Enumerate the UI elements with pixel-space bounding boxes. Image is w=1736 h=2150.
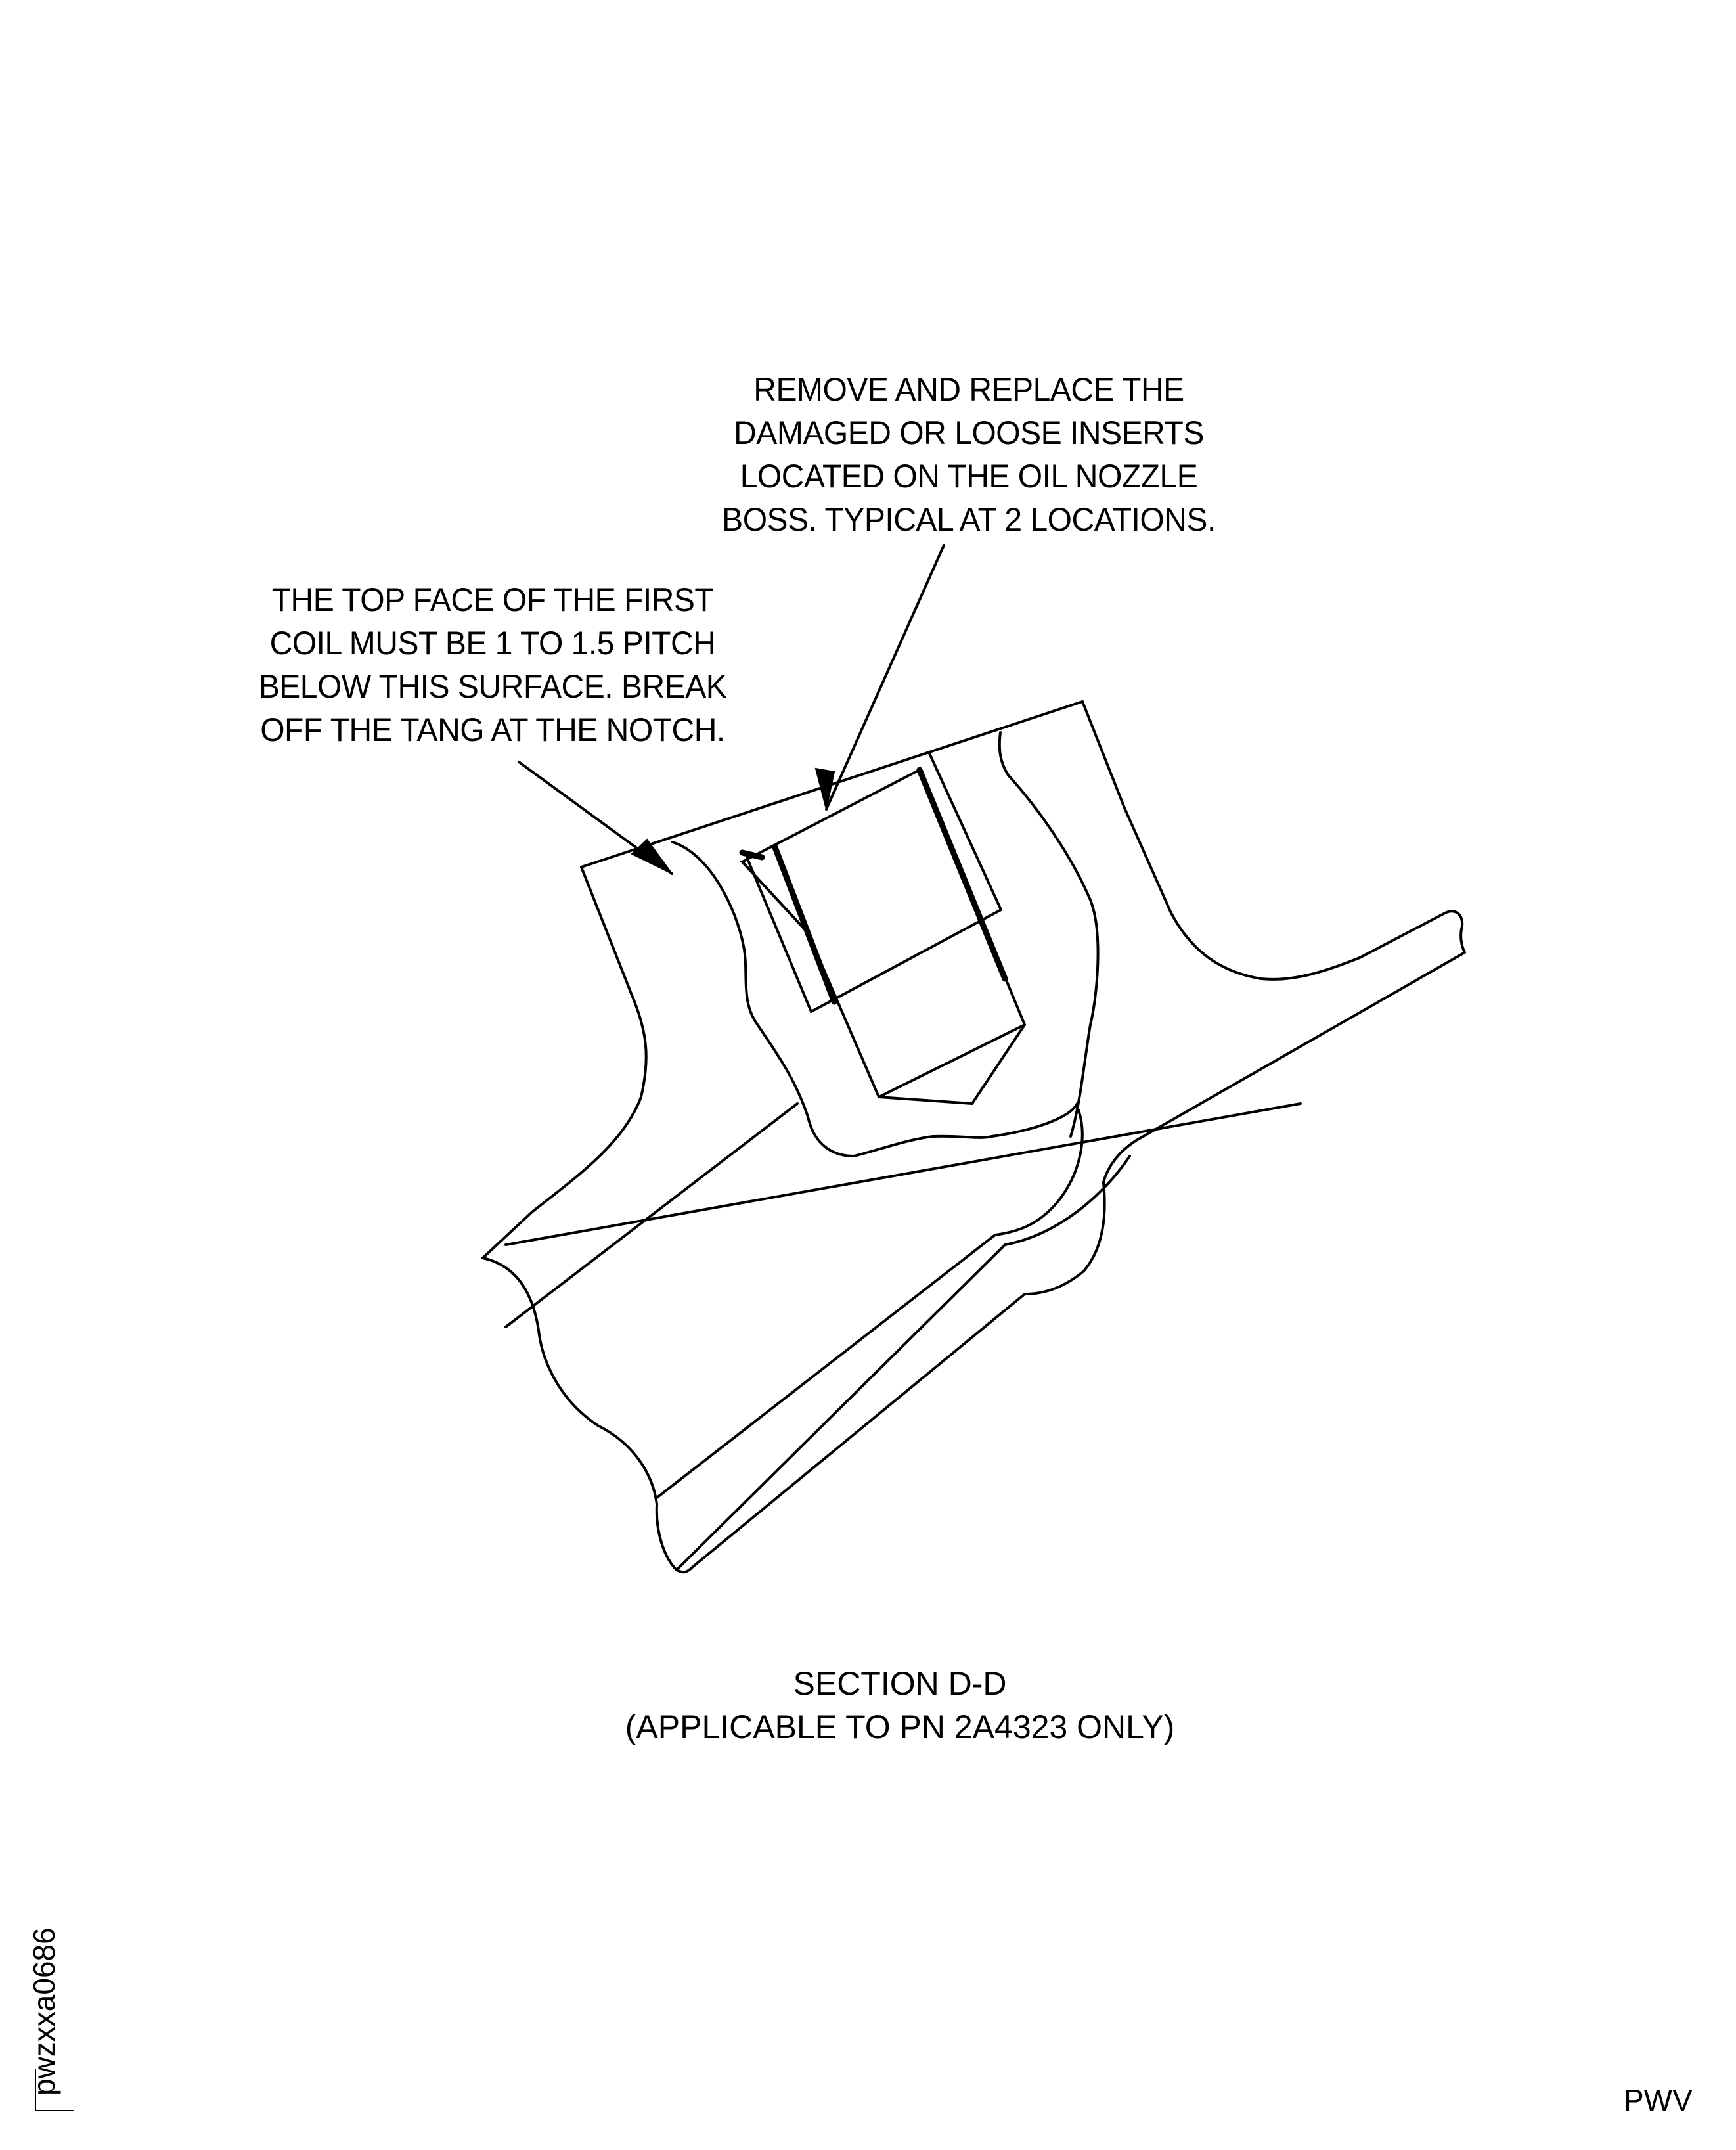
tube-lower-edge [675,1155,1131,1571]
hole-outline [740,768,1027,1106]
section-caption: SECTION D-D (APPLICABLE TO PN 2A4323 ONL… [578,1662,1222,1749]
insert-left-wall [741,861,809,934]
tube-inner-line-1 [504,1102,799,1328]
boss-left-side [481,866,648,1259]
tube-right-contour [1023,1181,1106,1295]
insert-tang-right [916,767,1008,982]
tube-left-contour [481,1257,678,1571]
insert-replacement-note: REMOVE AND REPLACE THE DAMAGED OR LOOSE … [676,368,1262,541]
note-line: COIL MUST BE 1 TO 1.5 PITCH [269,625,716,661]
shell-bulge [994,1106,1084,1236]
note-line: THE TOP FACE OF THE FIRST [271,581,714,618]
note-line: LOCATED ON THE OIL NOZZLE [740,458,1198,495]
insert-tang-left [772,844,837,1005]
flange-lower-edge [1102,951,1466,1184]
insert-note-arrowhead [814,767,835,810]
insert-body [746,752,1003,1014]
boss-right-side [1081,700,1446,981]
flange-right-end [1444,910,1466,954]
stamp-label: PWV [1624,2083,1693,2117]
note-line: BELOW THIS SURFACE. BREAK [258,668,727,705]
figure-id: pwzxxa0686 [27,1927,61,2095]
recess-left-contour [671,841,809,1118]
figure-id-bracket [35,2069,74,2111]
note-line: REMOVE AND REPLACE THE [753,371,1184,408]
note-line: DAMAGED OR LOOSE INSERTS [734,414,1204,451]
tube-bottom-edge [675,1293,1026,1574]
recess-bottom-contour [807,1102,1079,1158]
insert-note-leader [825,544,945,811]
recess-right-contour [998,731,1100,1138]
note-line: BOSS. TYPICAL AT 2 LOCATIONS. [722,501,1216,538]
note-line: OFF THE TANG AT THE NOTCH. [260,711,725,748]
hole-drill-cone [878,1023,1026,1098]
section-subtitle: (APPLICABLE TO PN 2A4323 ONLY) [625,1709,1175,1745]
tube-inner-line-2 [656,1234,996,1499]
insert-top-chamfer [739,849,765,861]
coil-depth-note: THE TOP FACE OF THE FIRST COIL MUST BE 1… [215,578,770,751]
section-title: SECTION D-D [793,1665,1007,1702]
tube-wall-upper [504,1102,1302,1246]
coil-note-arrowhead [631,838,673,874]
